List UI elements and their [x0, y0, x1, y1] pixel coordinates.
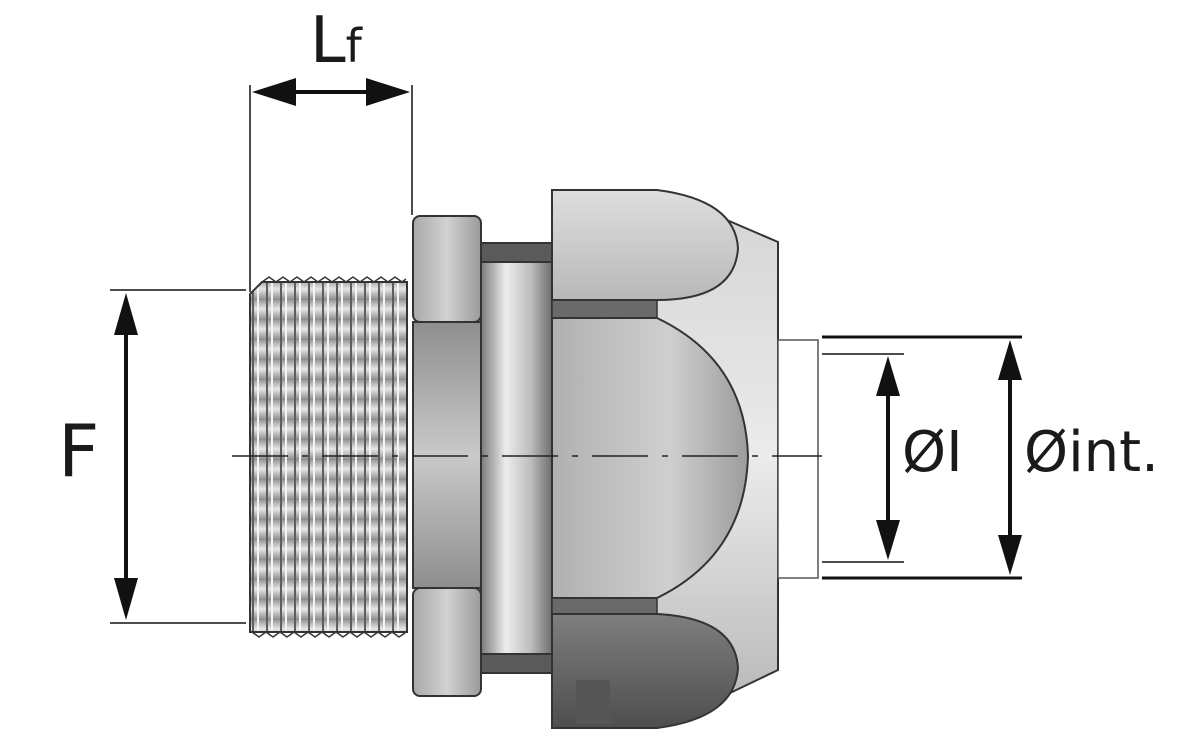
label-lf-main: L [310, 4, 346, 78]
oint-arrow-bottom [998, 535, 1022, 575]
hex-nut-top-face [412, 215, 482, 323]
dimension-f [110, 289, 246, 624]
label-lf: Lf [310, 4, 364, 78]
collar-ring-bottom-edge [480, 653, 553, 674]
gripping-finger-top [551, 189, 740, 301]
label-oi: ØI [902, 420, 963, 485]
hex-nut-middle-face [412, 321, 482, 589]
thread-crest-bottom [251, 631, 406, 638]
oint-arrow-top [998, 340, 1022, 380]
gripping-dome-center [551, 317, 750, 599]
collar-ring [480, 242, 553, 674]
threaded-end [249, 276, 408, 638]
tube-stub [777, 339, 819, 579]
thread-crest-top [261, 276, 407, 283]
collar-ring-top-edge [480, 242, 553, 263]
f-arrow-top [114, 293, 138, 335]
hex-nut-bottom-face [412, 587, 482, 697]
f-arrow-bottom [114, 578, 138, 620]
label-oint: Øint. [1024, 420, 1159, 485]
compression-body [551, 189, 779, 729]
oi-arrow-top [876, 356, 900, 396]
finger-slot-top [551, 299, 658, 319]
dimension-inner-l [822, 353, 904, 563]
oi-arrow-bottom [876, 520, 900, 560]
dimension-int [822, 335, 1022, 580]
finger-slot-bottom [551, 597, 658, 615]
body-mark [576, 680, 610, 724]
lf-arrow-right [366, 78, 410, 106]
dimension-lf [249, 78, 413, 292]
label-lf-sub: f [346, 19, 364, 73]
hex-nut [412, 215, 482, 697]
label-f: F [58, 409, 99, 493]
lf-arrow-left [252, 78, 296, 106]
